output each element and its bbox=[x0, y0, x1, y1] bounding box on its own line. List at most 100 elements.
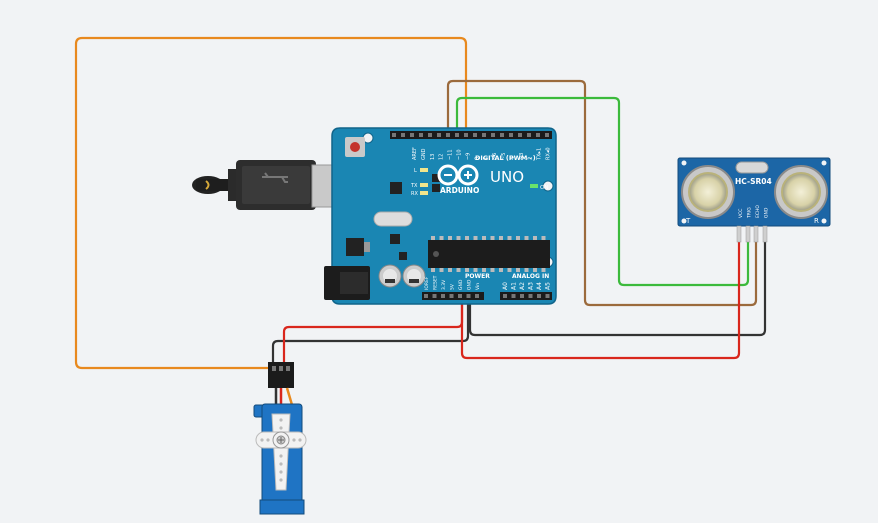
micro-servo-icon[interactable] bbox=[253, 362, 307, 515]
servo-horn bbox=[255, 413, 307, 491]
chip-pin bbox=[465, 268, 469, 272]
header-hole[interactable] bbox=[424, 294, 428, 298]
chip-pin bbox=[516, 268, 520, 272]
header-hole[interactable] bbox=[428, 133, 432, 137]
horn-hole bbox=[298, 438, 302, 442]
horn-hole bbox=[279, 454, 283, 458]
header-hole[interactable] bbox=[473, 133, 477, 137]
horn-hole bbox=[292, 438, 296, 442]
chip-pin bbox=[456, 268, 461, 272]
led-rx-label: RX bbox=[411, 191, 418, 197]
wire-brown-echo[interactable] bbox=[446, 79, 758, 307]
pin-label: ECHO bbox=[755, 205, 761, 218]
pin-label: 8 bbox=[474, 157, 480, 160]
pin-label: RESET bbox=[433, 275, 439, 290]
pin-label: A2 bbox=[519, 282, 526, 290]
led-tx-label: TX bbox=[410, 183, 418, 189]
header-hole[interactable] bbox=[449, 294, 454, 298]
led-rx bbox=[420, 191, 428, 195]
chip-pin bbox=[524, 268, 529, 272]
sensor-pin[interactable] bbox=[745, 225, 751, 243]
header-hole[interactable] bbox=[491, 133, 495, 137]
wire-orange-servo-signal[interactable] bbox=[74, 36, 468, 380]
reset-button-icon[interactable] bbox=[345, 137, 365, 157]
header-hole[interactable] bbox=[446, 133, 450, 137]
horn-hole bbox=[279, 426, 283, 430]
header-hole[interactable] bbox=[419, 133, 423, 137]
header-hole[interactable] bbox=[455, 133, 459, 137]
sensor-pin[interactable] bbox=[762, 225, 768, 243]
pin-label: ~9 bbox=[465, 153, 471, 160]
chip-pin bbox=[448, 236, 452, 240]
chip-pin bbox=[533, 268, 537, 272]
pin-label: A5 bbox=[545, 282, 552, 290]
header-hole[interactable] bbox=[545, 133, 549, 137]
header-hole[interactable] bbox=[536, 133, 540, 137]
chip-pin bbox=[482, 268, 486, 272]
pin-label: TRIG bbox=[747, 207, 753, 219]
pin-label: 7 bbox=[483, 157, 489, 160]
sensor-pin[interactable] bbox=[753, 225, 759, 243]
chip-pin bbox=[490, 268, 495, 272]
header-hole[interactable] bbox=[518, 133, 522, 137]
header-hole[interactable] bbox=[537, 294, 541, 298]
header-hole[interactable] bbox=[464, 133, 468, 137]
chip-pin bbox=[448, 268, 452, 272]
led-l-label: L bbox=[414, 168, 417, 174]
header-hole[interactable] bbox=[437, 133, 441, 137]
header-hole[interactable] bbox=[392, 133, 396, 137]
pin-label: 5V bbox=[450, 283, 456, 290]
header-hole[interactable] bbox=[520, 294, 524, 298]
analog-label: ANALOG IN bbox=[512, 273, 549, 280]
header-hole[interactable] bbox=[500, 133, 504, 137]
barrel-jack bbox=[324, 266, 370, 300]
pin-label: ~10 bbox=[457, 149, 463, 160]
pin-label: 3.3V bbox=[441, 279, 447, 290]
pin-label: GND bbox=[458, 279, 464, 290]
header-hole[interactable] bbox=[410, 133, 414, 137]
pin-label: 13 bbox=[430, 154, 436, 160]
pin-label: 12 bbox=[439, 154, 445, 160]
header-hole[interactable] bbox=[545, 294, 550, 298]
chip-pin bbox=[456, 236, 461, 240]
header-hole[interactable] bbox=[475, 294, 479, 298]
pin-label: A3 bbox=[528, 282, 535, 290]
header-hole[interactable] bbox=[528, 294, 533, 298]
header-hole[interactable] bbox=[458, 294, 462, 298]
chip-pin bbox=[507, 268, 512, 272]
led-on bbox=[530, 184, 538, 188]
header-hole[interactable] bbox=[401, 133, 405, 137]
wire-red-5v-sensor[interactable] bbox=[460, 240, 741, 360]
receiver-transducer bbox=[774, 165, 828, 219]
header-hole[interactable] bbox=[503, 294, 507, 298]
header-hole[interactable] bbox=[432, 294, 437, 298]
wire-red-5v-servo[interactable] bbox=[282, 300, 464, 380]
header-hole[interactable] bbox=[527, 133, 531, 137]
header-hole[interactable] bbox=[466, 294, 471, 298]
atmega-chip bbox=[428, 240, 550, 268]
sensor-pin[interactable] bbox=[736, 225, 742, 243]
header-hole[interactable] bbox=[509, 133, 513, 137]
led-on-label: ON bbox=[540, 185, 548, 191]
chip-pin bbox=[439, 236, 444, 240]
sensor-crystal bbox=[735, 161, 769, 174]
header-hole[interactable] bbox=[482, 133, 486, 137]
capacitor-right bbox=[402, 264, 426, 288]
pin-label: Vin bbox=[475, 283, 481, 290]
header-hole[interactable] bbox=[511, 294, 516, 298]
header-hole[interactable] bbox=[441, 294, 445, 298]
pin-label: AREF bbox=[412, 147, 418, 160]
chip-pin bbox=[516, 236, 520, 240]
wire-black-servo-ground[interactable] bbox=[271, 300, 470, 380]
arduino-logo-icon bbox=[437, 164, 479, 186]
wire-black-ground[interactable] bbox=[468, 240, 767, 337]
wire-green-trig[interactable] bbox=[455, 96, 750, 287]
chip-pin bbox=[533, 236, 537, 240]
usb-b-cable-icon[interactable] bbox=[192, 160, 348, 210]
chip-pin bbox=[465, 236, 469, 240]
chip-pin bbox=[507, 236, 512, 240]
pin-label: A0 bbox=[502, 282, 509, 290]
